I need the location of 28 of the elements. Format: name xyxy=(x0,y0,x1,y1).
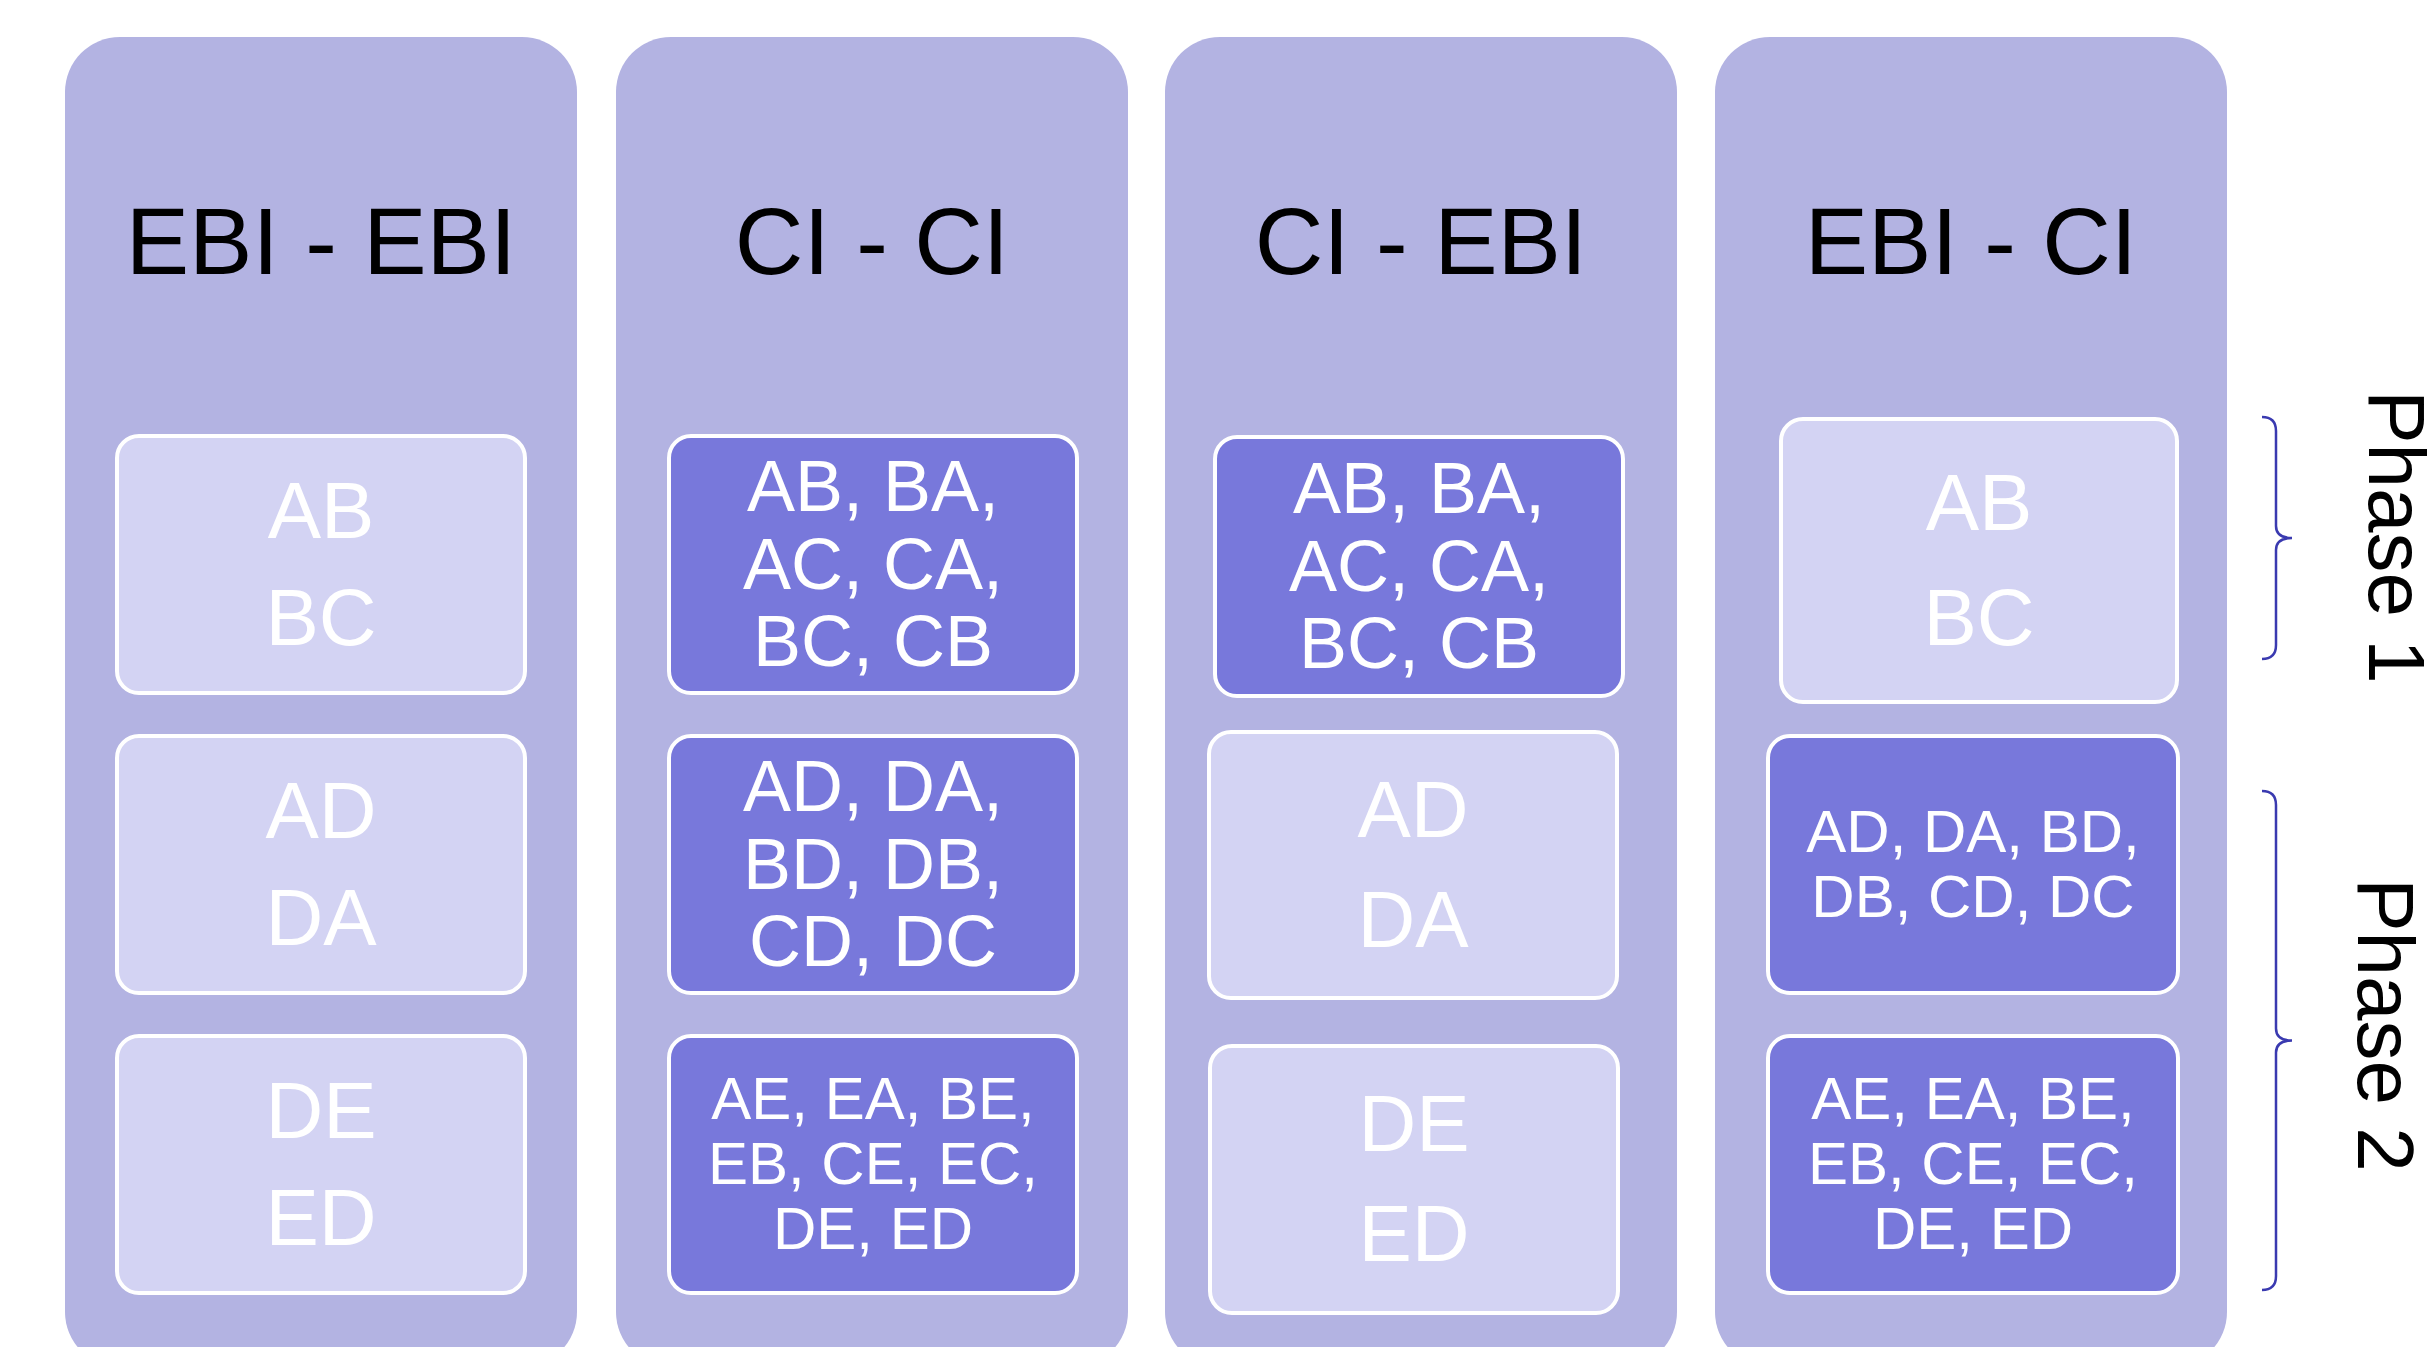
pair-box xyxy=(667,1034,1079,1295)
column-panel xyxy=(1715,37,2227,1347)
pair-list: AB, BA, AC, CA, BC, CB xyxy=(1264,449,1574,684)
pair-list: AB, BA, AC, CA, BC, CB xyxy=(718,447,1028,682)
pair-box xyxy=(667,434,1079,695)
pair-box xyxy=(1779,417,2179,704)
pair-box xyxy=(115,1034,527,1295)
column-heading: CI - EBI xyxy=(1253,187,1589,296)
pair-box xyxy=(667,734,1079,995)
pair-box xyxy=(1207,730,1619,1000)
column-heading: CI - CI xyxy=(733,187,1011,296)
phase-label: Phase 1 xyxy=(2351,390,2432,684)
pair-box xyxy=(115,734,527,995)
pair-box xyxy=(115,434,527,695)
pair-box xyxy=(1213,435,1625,698)
column-heading: EBI - CI xyxy=(1803,187,2139,296)
phase-label: Phase 2 xyxy=(2340,878,2431,1172)
pair-list: AD, DA, BD, DB, CD, DC xyxy=(1793,799,2153,930)
pair-box xyxy=(1766,1034,2180,1295)
pair-list: AE, EA, BE, EB, CE, EC, DE, ED xyxy=(1783,1067,2163,1262)
column-heading: EBI - EBI xyxy=(124,187,518,296)
pair-box xyxy=(1208,1044,1620,1315)
column-panel xyxy=(65,37,577,1347)
column-panel xyxy=(616,37,1128,1347)
pair-list: AD, DA, BD, DB, CD, DC xyxy=(718,747,1028,982)
pair-box xyxy=(1766,734,2180,995)
column-panel xyxy=(1165,37,1677,1347)
pair-list: AE, EA, BE, EB, CE, EC, DE, ED xyxy=(683,1067,1063,1262)
